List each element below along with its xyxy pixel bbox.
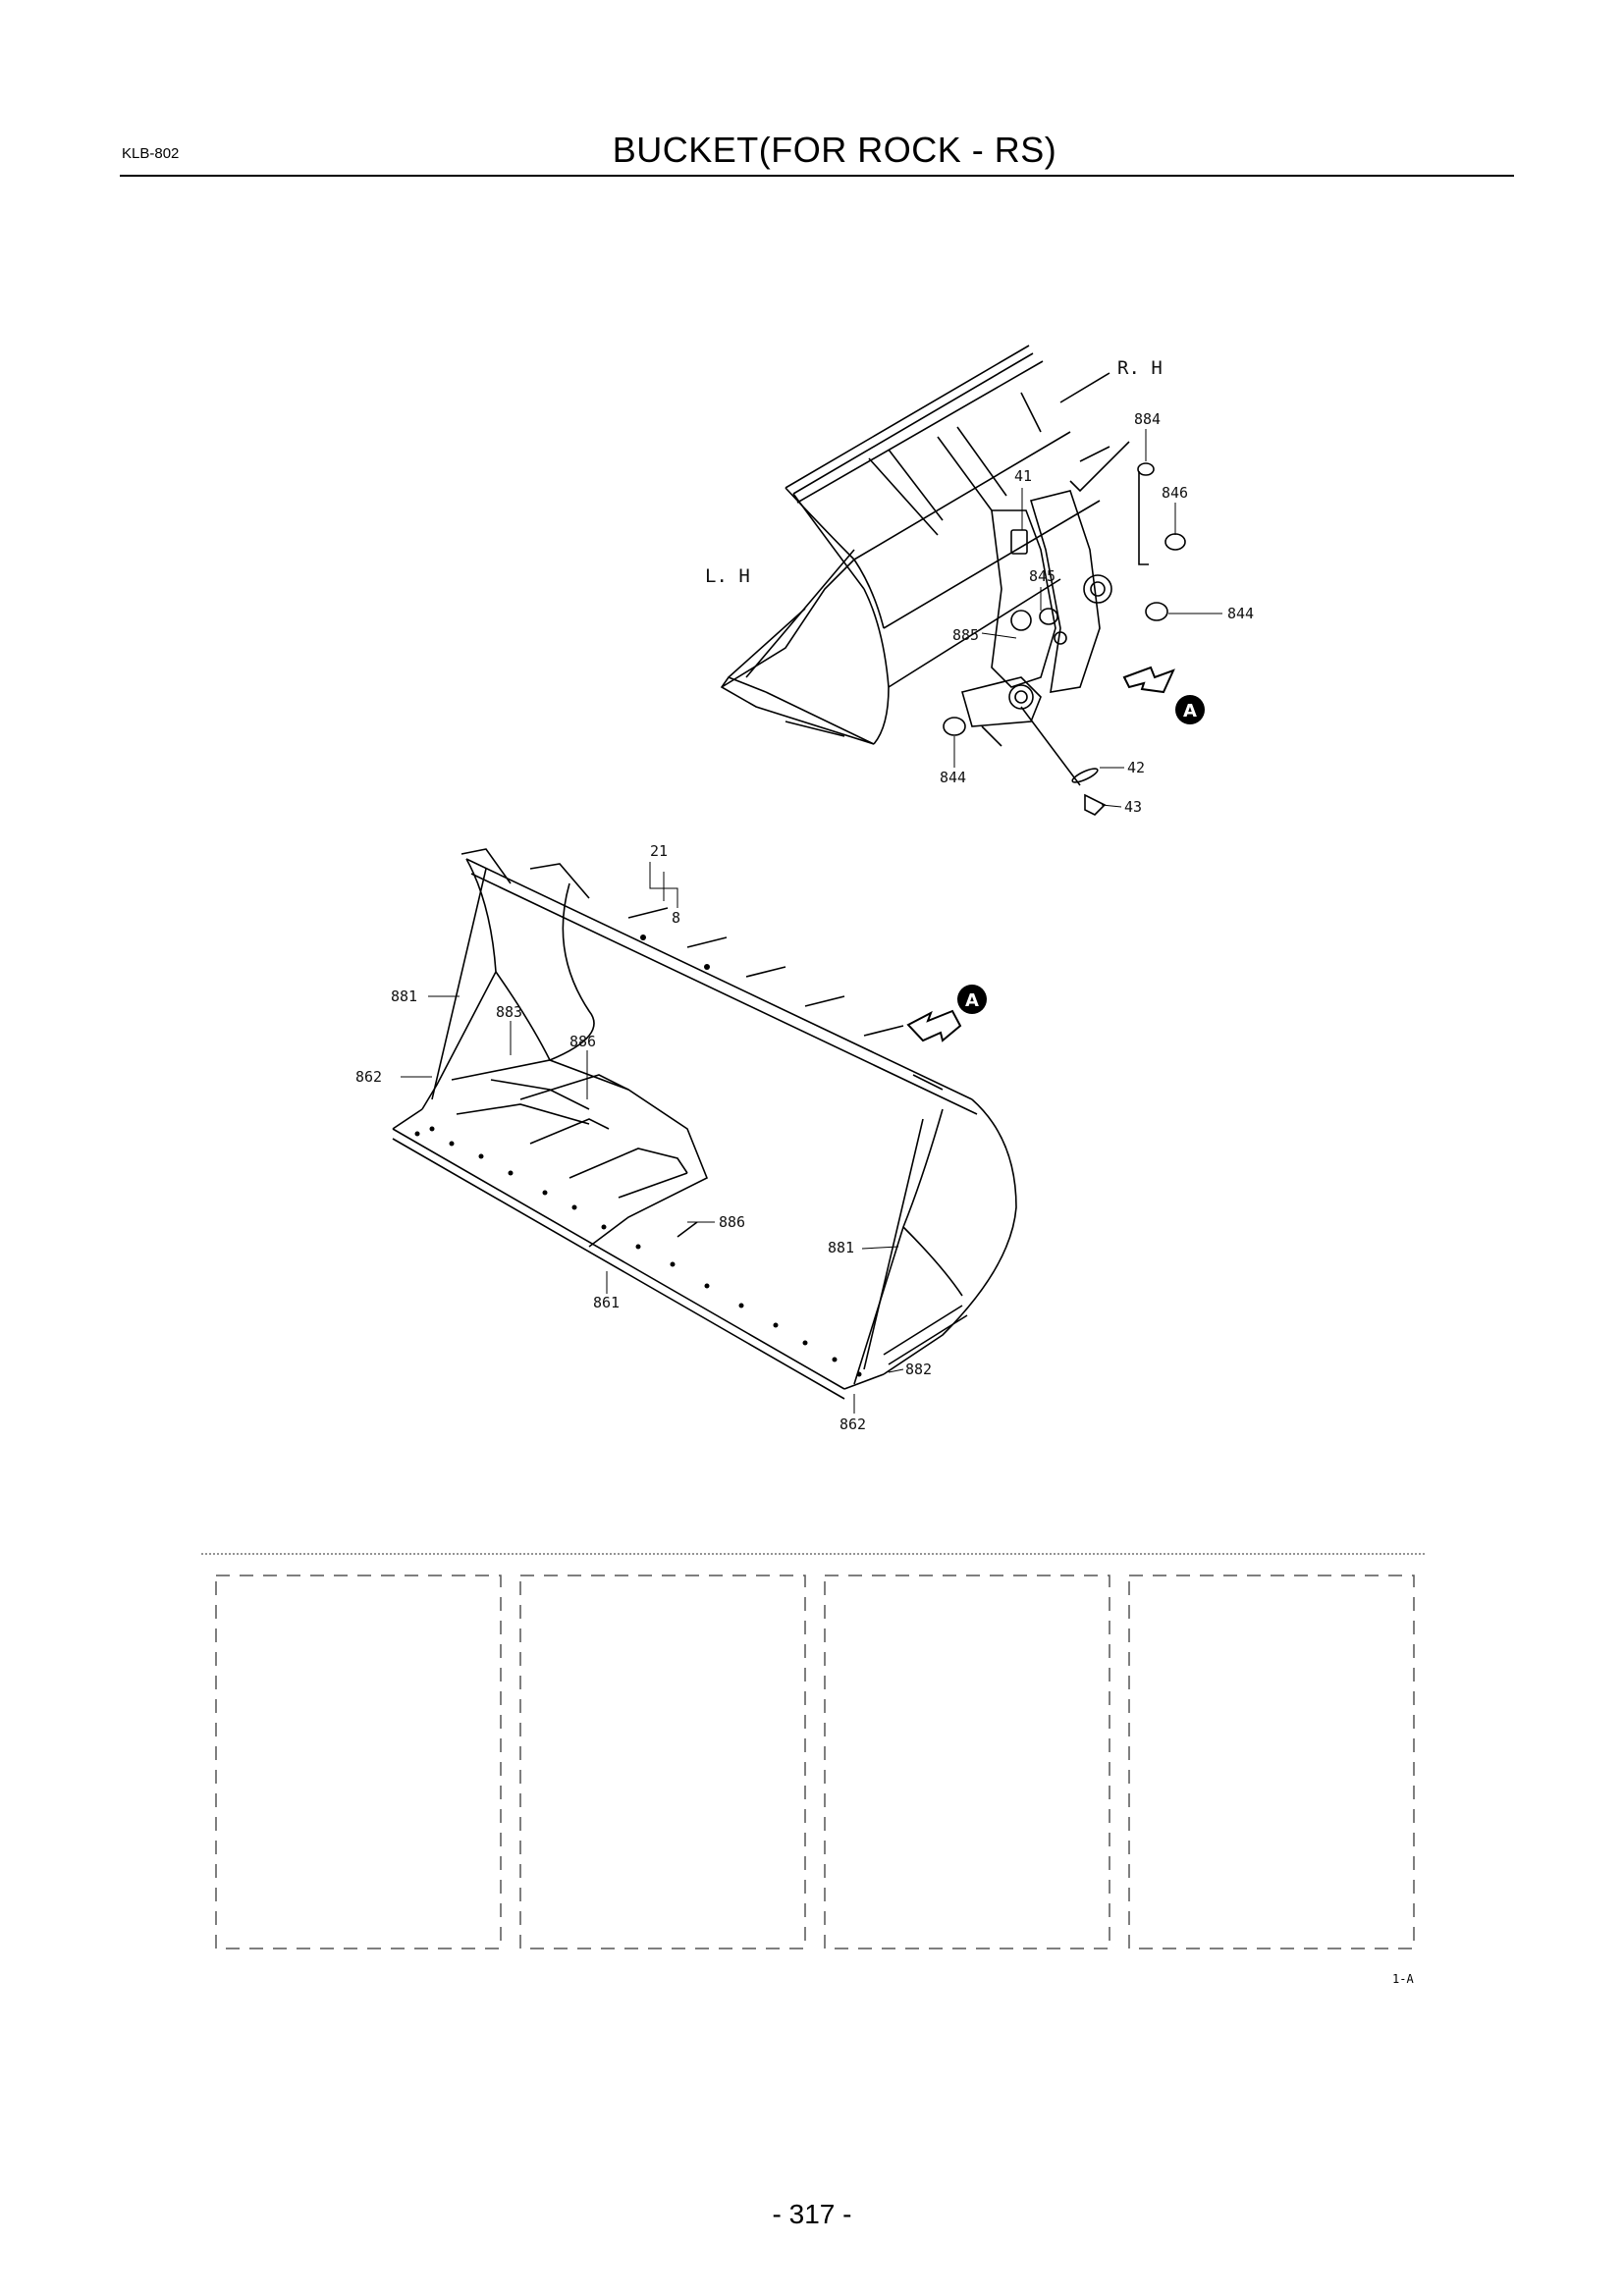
bucket-rear-view bbox=[720, 345, 1186, 816]
callout-844-right: 844 bbox=[1227, 605, 1254, 622]
reference-box-4 bbox=[1128, 1575, 1415, 1949]
page-number: - 317 - bbox=[772, 2199, 852, 2229]
callout-885: 885 bbox=[952, 626, 979, 644]
view-a-arrow-bottom: A bbox=[906, 985, 987, 1042]
callout-43: 43 bbox=[1124, 798, 1142, 816]
callout-862-right: 862 bbox=[839, 1415, 866, 1433]
page-title: BUCKET(FOR ROCK - RS) bbox=[612, 130, 1057, 170]
side-label-left: L. H bbox=[705, 565, 750, 587]
view-a-arrow-top: A bbox=[1122, 666, 1205, 724]
callout-881-left: 881 bbox=[391, 988, 417, 1005]
sheet-code: 1-A bbox=[1392, 1972, 1414, 1986]
callout-41: 41 bbox=[1014, 467, 1032, 485]
reference-box-3 bbox=[824, 1575, 1110, 1949]
document-code: KLB-802 bbox=[122, 145, 180, 162]
callout-861: 861 bbox=[593, 1294, 620, 1311]
reference-box-2 bbox=[519, 1575, 806, 1949]
callout-886-top: 886 bbox=[569, 1033, 596, 1050]
view-marker-label-bottom: A bbox=[965, 990, 979, 1011]
callout-844-left: 844 bbox=[940, 769, 966, 786]
title-rule bbox=[120, 175, 1514, 177]
reference-box-1 bbox=[215, 1575, 502, 1949]
callout-884: 884 bbox=[1134, 410, 1161, 428]
top-view-leaders bbox=[953, 429, 1222, 808]
callout-862-left: 862 bbox=[355, 1068, 382, 1086]
side-label-right: R. H bbox=[1117, 357, 1163, 379]
bottom-view-leaders bbox=[401, 862, 904, 1414]
callout-21: 21 bbox=[650, 842, 668, 860]
callout-881-right: 881 bbox=[828, 1239, 854, 1256]
callout-845: 845 bbox=[1029, 567, 1056, 585]
callout-883: 883 bbox=[496, 1003, 522, 1021]
reference-boxes bbox=[215, 1575, 1415, 1949]
bucket-front-view bbox=[392, 848, 1017, 1400]
callout-42: 42 bbox=[1127, 759, 1145, 776]
callout-846: 846 bbox=[1162, 484, 1188, 502]
callout-8: 8 bbox=[672, 909, 680, 927]
view-marker-label: A bbox=[1183, 701, 1197, 721]
callout-886-bottom: 886 bbox=[719, 1213, 745, 1231]
callout-882: 882 bbox=[905, 1361, 932, 1378]
